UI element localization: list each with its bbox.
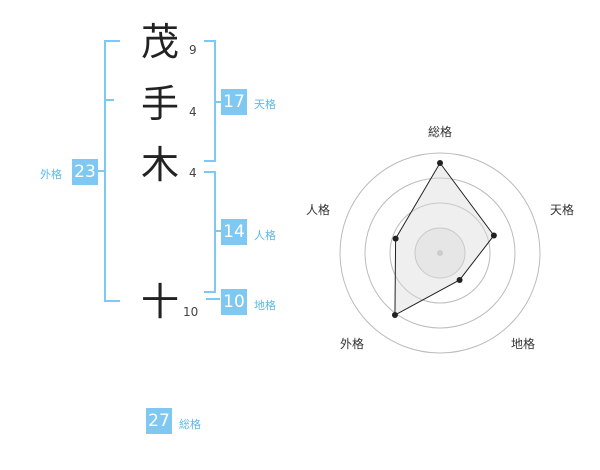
jinkaku-tick — [216, 230, 222, 232]
tenkaku-label: 天格 — [254, 98, 276, 111]
chikaku-value: 10 — [221, 289, 247, 315]
radar-point-2 — [456, 276, 463, 283]
name-char-1: 茂 — [140, 20, 179, 64]
chikaku-tick — [206, 298, 220, 300]
radar-axis-label-gaikaku: 外格 — [340, 337, 365, 351]
name-char-2: 手 — [140, 82, 179, 126]
name-char-3: 木 — [140, 143, 179, 187]
jinkaku-value: 14 — [221, 219, 247, 245]
radar-axis-label-jinkaku: 人格 — [306, 203, 331, 217]
gaikaku-label: 外格 — [40, 168, 62, 181]
stroke-count-1: 9 — [189, 43, 197, 57]
stroke-count-2: 4 — [189, 105, 197, 119]
gaikaku-bracket — [104, 40, 120, 302]
tenkaku-tick — [216, 101, 222, 103]
radar-center — [437, 250, 443, 256]
radar-point-4 — [392, 235, 399, 242]
gaikaku-tick-upper — [104, 99, 114, 101]
radar-axis-label-chikaku: 地格 — [511, 337, 536, 351]
stroke-count-3: 4 — [189, 166, 197, 180]
radar-axis-label-soukaku: 総格 — [428, 125, 453, 139]
radar-point-0 — [437, 160, 443, 166]
radar-axis-label-tenkaku: 天格 — [550, 203, 575, 217]
gaikaku-tick — [96, 170, 104, 172]
tenkaku-bracket — [204, 40, 216, 162]
soukaku-value: 27 — [146, 408, 172, 434]
radar-point-3 — [391, 312, 398, 319]
jinkaku-bracket — [204, 171, 216, 293]
radar-series-polygon — [394, 162, 495, 316]
chikaku-label: 地格 — [254, 299, 276, 312]
gaikaku-value: 23 — [72, 159, 98, 185]
stroke-count-4: 10 — [183, 305, 199, 319]
soukaku-label: 総格 — [179, 418, 201, 431]
jinkaku-label: 人格 — [254, 229, 276, 242]
tenkaku-value: 17 — [221, 89, 247, 115]
radar-point-1 — [490, 232, 497, 239]
name-char-4: 十 — [140, 280, 179, 324]
